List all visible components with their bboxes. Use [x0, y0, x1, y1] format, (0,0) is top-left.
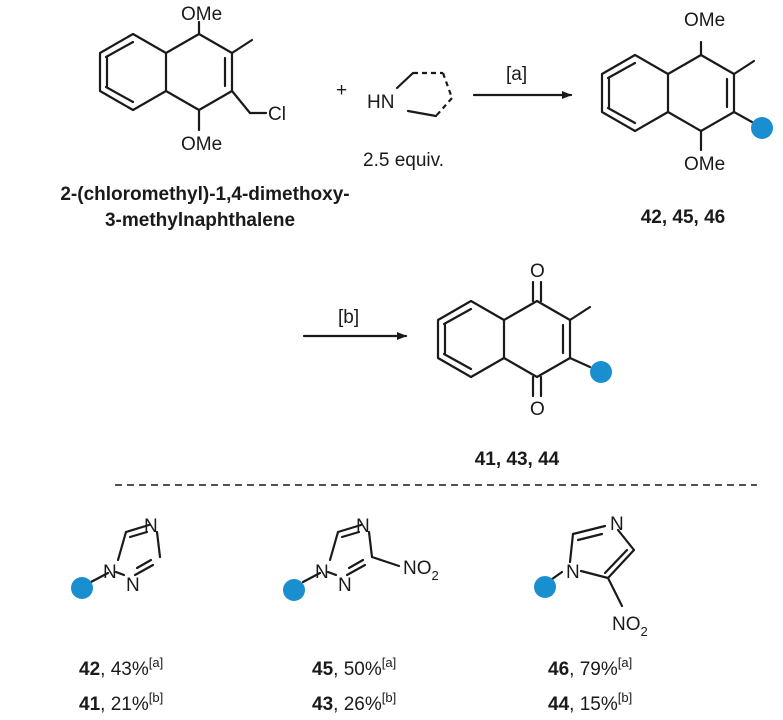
pyrrolidine-structure — [395, 71, 454, 118]
product1-compound-label: 42, 45, 46 — [641, 207, 726, 228]
atom-label-ome-product-bottom: OMe — [684, 154, 725, 175]
atom-label-hn: HN — [367, 92, 394, 113]
nitro-group-label-triazole: NO2 — [403, 558, 439, 583]
yield-46: 46, 79%[a] — [548, 655, 632, 680]
atom-label-n1-nitrotriazole: N — [315, 562, 329, 583]
nitro-group-label-imidazole: NO2 — [612, 614, 648, 639]
atom-label-n2-triazole: N — [126, 575, 140, 596]
substituent-dot-triazole — [71, 577, 93, 599]
substituent-triazole-structure — [89, 523, 162, 584]
plus-sign: + — [336, 80, 347, 101]
yield-42: 42, 43%[a] — [79, 655, 163, 680]
intermediate-product-structure — [600, 40, 756, 152]
substituent-dot-product2 — [590, 361, 612, 383]
atom-label-o-top: O — [530, 261, 545, 282]
substituent-dot-nitrotriazole — [283, 579, 305, 601]
atom-label-cl: Cl — [268, 104, 286, 125]
quinone-product-structure — [436, 280, 592, 398]
substituent-dot-product1 — [751, 117, 773, 139]
substituent-nitroimidazole-structure — [546, 524, 636, 608]
substituent-nitrotriazole-structure — [301, 523, 401, 584]
equivalents-label: 2.5 equiv. — [363, 150, 444, 171]
starting-material-name-line2: 3-methylnaphthalene — [105, 210, 295, 231]
atom-label-n1-triazole: N — [103, 562, 117, 583]
atom-label-n1-imidazole: N — [566, 562, 580, 583]
atom-label-n4-triazole: N — [144, 516, 158, 537]
atom-label-ome-top: OMe — [181, 4, 222, 25]
yield-41: 41, 21%[b] — [79, 690, 163, 715]
condition-b-label: [b] — [338, 307, 359, 328]
atom-label-n2-nitrotriazole: N — [338, 575, 352, 596]
atom-label-ome-bottom: OMe — [181, 134, 222, 155]
atom-label-ome-product-top: OMe — [684, 10, 725, 31]
atom-label-o-bottom: O — [530, 399, 545, 420]
product2-compound-label: 41, 43, 44 — [475, 449, 560, 470]
starting-material-name-line1: 2-(chloromethyl)-1,4-dimethoxy- — [60, 184, 349, 205]
yield-44: 44, 15%[b] — [548, 690, 632, 715]
yield-43: 43, 26%[b] — [312, 690, 396, 715]
yield-45: 45, 50%[a] — [312, 655, 396, 680]
substituent-dot-nitroimidazole — [534, 576, 556, 598]
condition-a-label: [a] — [506, 64, 527, 85]
atom-label-n4-nitrotriazole: N — [356, 516, 370, 537]
starting-material-structure — [98, 20, 268, 132]
atom-label-n3-imidazole: N — [610, 514, 624, 535]
